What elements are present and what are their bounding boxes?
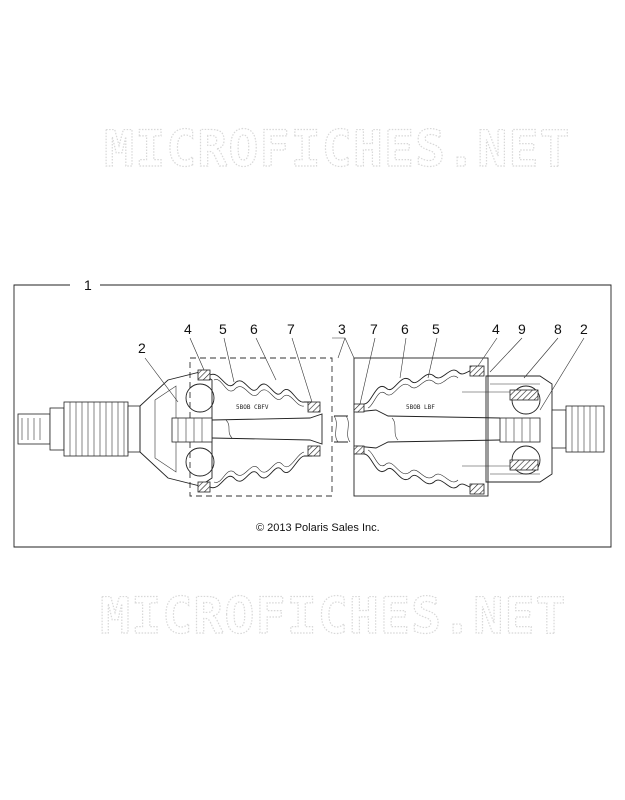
callout-3-leader bbox=[332, 337, 355, 359]
right-inner-race bbox=[499, 417, 541, 443]
left-boot-mark: 5BOB CBFV bbox=[236, 404, 269, 411]
left-cv-ball-upper bbox=[185, 383, 215, 413]
left-boot-top bbox=[209, 373, 312, 403]
callout-left-4: 4 bbox=[184, 321, 192, 337]
right-inner-clamp-bottom bbox=[353, 445, 365, 455]
right-inner-clamp-top bbox=[353, 403, 365, 413]
left-inner-race bbox=[171, 417, 213, 443]
watermark-top: MICROFICHES.NET bbox=[104, 120, 571, 178]
right-boot-top bbox=[363, 369, 479, 405]
right-kit-box bbox=[353, 357, 489, 497]
right-boot-mark: 5BOB LBF bbox=[406, 404, 435, 411]
callout-left-7: 7 bbox=[287, 321, 295, 337]
callout-right-4: 4 bbox=[492, 321, 500, 337]
callout-right-6: 6 bbox=[401, 321, 409, 337]
right-leaders bbox=[359, 337, 585, 411]
left-cv-housing bbox=[139, 371, 213, 487]
callout-left-5: 5 bbox=[219, 321, 227, 337]
copyright: © 2013 Polaris Sales Inc. bbox=[256, 522, 380, 534]
left-outer-clamp-bottom bbox=[197, 481, 211, 493]
callout-right-7: 7 bbox=[370, 321, 378, 337]
callout-right-9: 9 bbox=[518, 321, 526, 337]
callout-right-2: 2 bbox=[580, 321, 588, 337]
watermark-bottom: MICROFICHES.NET bbox=[100, 587, 567, 645]
left-leaders bbox=[144, 337, 313, 403]
right-outer-clamp-bottom bbox=[469, 483, 485, 495]
right-cv-cage-bottom bbox=[509, 459, 539, 471]
left-cv-ball-lower bbox=[185, 447, 215, 477]
left-boot-bottom bbox=[209, 455, 312, 489]
right-cv-housing bbox=[485, 375, 553, 483]
left-inner-clamp-bottom bbox=[307, 445, 321, 457]
assembly-frame bbox=[13, 284, 612, 548]
right-cv-cage-top bbox=[509, 389, 539, 401]
callout-3: 3 bbox=[338, 321, 346, 337]
left-stub-shaft bbox=[17, 401, 141, 457]
callout-right-8: 8 bbox=[554, 321, 562, 337]
callout-assembly: 1 bbox=[84, 277, 92, 293]
left-inner-clamp-top bbox=[307, 401, 321, 413]
right-outer-clamp-top bbox=[469, 365, 485, 377]
callout-left-2: 2 bbox=[138, 340, 146, 356]
callout-right-5: 5 bbox=[432, 321, 440, 337]
half-shaft bbox=[211, 409, 501, 449]
right-boot-bottom bbox=[363, 453, 479, 489]
right-stub-shaft bbox=[551, 405, 605, 453]
circlip-lines bbox=[462, 391, 510, 467]
left-outer-clamp-top bbox=[197, 369, 211, 381]
callout-left-6: 6 bbox=[250, 321, 258, 337]
